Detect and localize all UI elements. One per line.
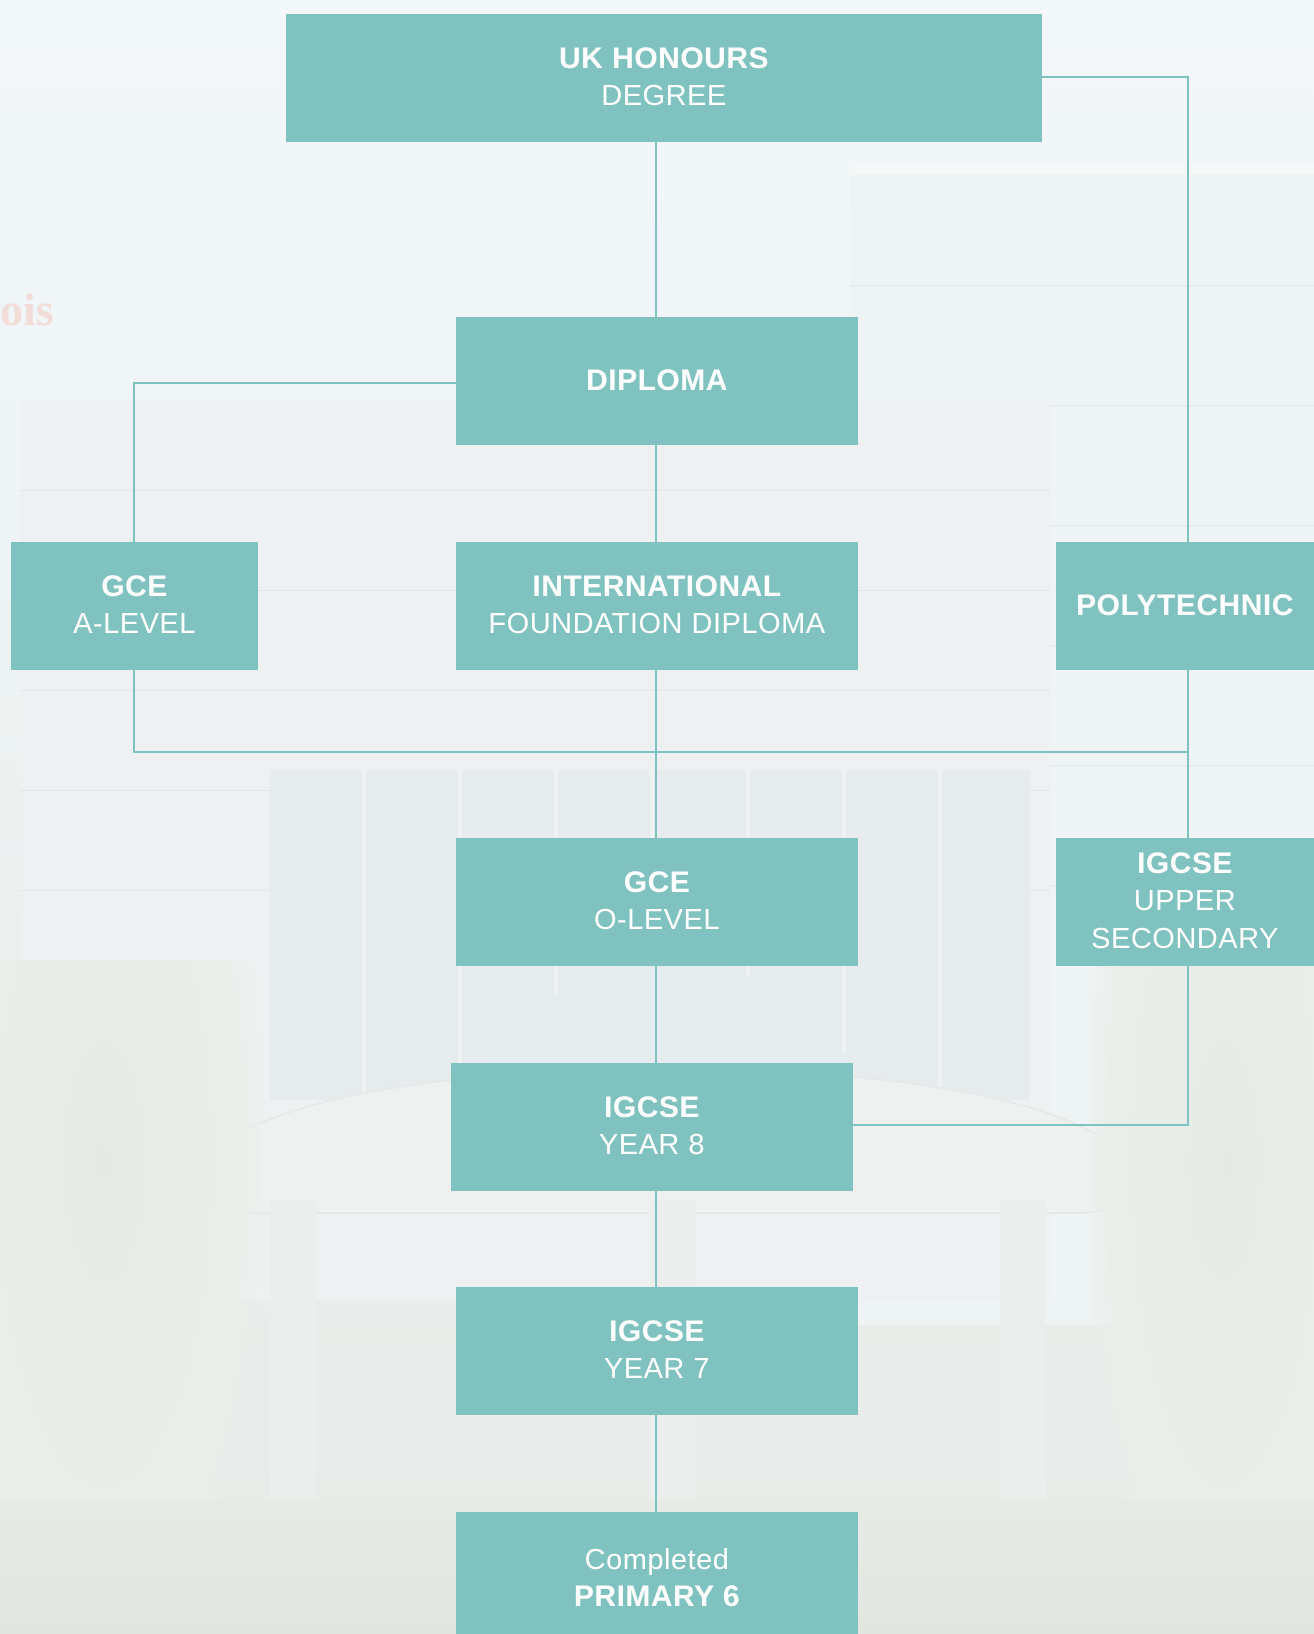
node-subtitle: YEAR 7: [603, 1353, 711, 1385]
node-title: PRIMARY 6: [573, 1580, 741, 1613]
connector-diploma-alevel-h: [133, 382, 456, 384]
node-completed-primary-6: Completed PRIMARY 6: [456, 1512, 858, 1634]
connector-alevel-down: [133, 670, 135, 753]
node-polytechnic: POLYTECHNIC: [1056, 542, 1314, 670]
node-subtitle: DEGREE: [601, 80, 727, 112]
node-title: INTERNATIONAL: [532, 570, 782, 603]
background-building-sign: ois: [0, 290, 54, 330]
node-uk-honours-degree: UK HONOURS DEGREE: [286, 14, 1042, 142]
connector-upper-secondary-down: [1187, 966, 1189, 1126]
connector-foundation-olevel: [655, 670, 657, 838]
node-diploma: DIPLOMA: [456, 317, 858, 445]
connector-degree-polytechnic-v: [1187, 76, 1189, 542]
node-title: IGCSE: [1137, 847, 1233, 880]
node-subtitle: YEAR 8: [598, 1129, 706, 1161]
connector-polytechnic-down: [1187, 670, 1189, 838]
connector-year8-year7: [655, 1191, 657, 1288]
connector-year7-primary6: [655, 1415, 657, 1513]
node-subtitle: O-LEVEL: [594, 904, 720, 936]
connector-degree-polytechnic-h: [1040, 76, 1189, 78]
connector-level3-bus: [133, 751, 1189, 753]
node-igcse-year-7: IGCSE YEAR 7: [456, 1287, 858, 1415]
node-international-foundation-diploma: INTERNATIONAL FOUNDATION DIPLOMA: [456, 542, 858, 670]
node-title: DIPLOMA: [586, 364, 728, 397]
background-pillar: [270, 1200, 316, 1550]
node-igcse-year-8: IGCSE YEAR 8: [451, 1063, 853, 1191]
connector-diploma-foundation: [655, 444, 657, 542]
node-title: IGCSE: [604, 1091, 700, 1124]
connector-olevel-year8: [655, 966, 657, 1063]
node-subtitle: Completed: [584, 1544, 730, 1576]
node-gce-a-level: GCE A-LEVEL: [11, 542, 258, 670]
node-igcse-upper-secondary: IGCSE UPPER SECONDARY: [1056, 838, 1314, 966]
node-subtitle: UPPER: [1133, 885, 1237, 917]
background-pillar: [1000, 1200, 1046, 1550]
node-title: UK HONOURS: [558, 42, 769, 75]
node-subtitle: FOUNDATION DIPLOMA: [488, 608, 826, 640]
node-title: GCE: [623, 866, 691, 899]
node-subtitle-line2: SECONDARY: [1091, 923, 1279, 955]
node-title: GCE: [101, 570, 168, 603]
node-subtitle: A-LEVEL: [73, 608, 196, 640]
node-title: IGCSE: [609, 1315, 705, 1348]
connector-degree-diploma: [655, 142, 657, 318]
connector-year8-upper-secondary: [852, 1124, 1189, 1126]
connector-diploma-alevel-v: [133, 382, 135, 542]
node-gce-o-level: GCE O-LEVEL: [456, 838, 858, 966]
node-title: POLYTECHNIC: [1076, 589, 1294, 622]
